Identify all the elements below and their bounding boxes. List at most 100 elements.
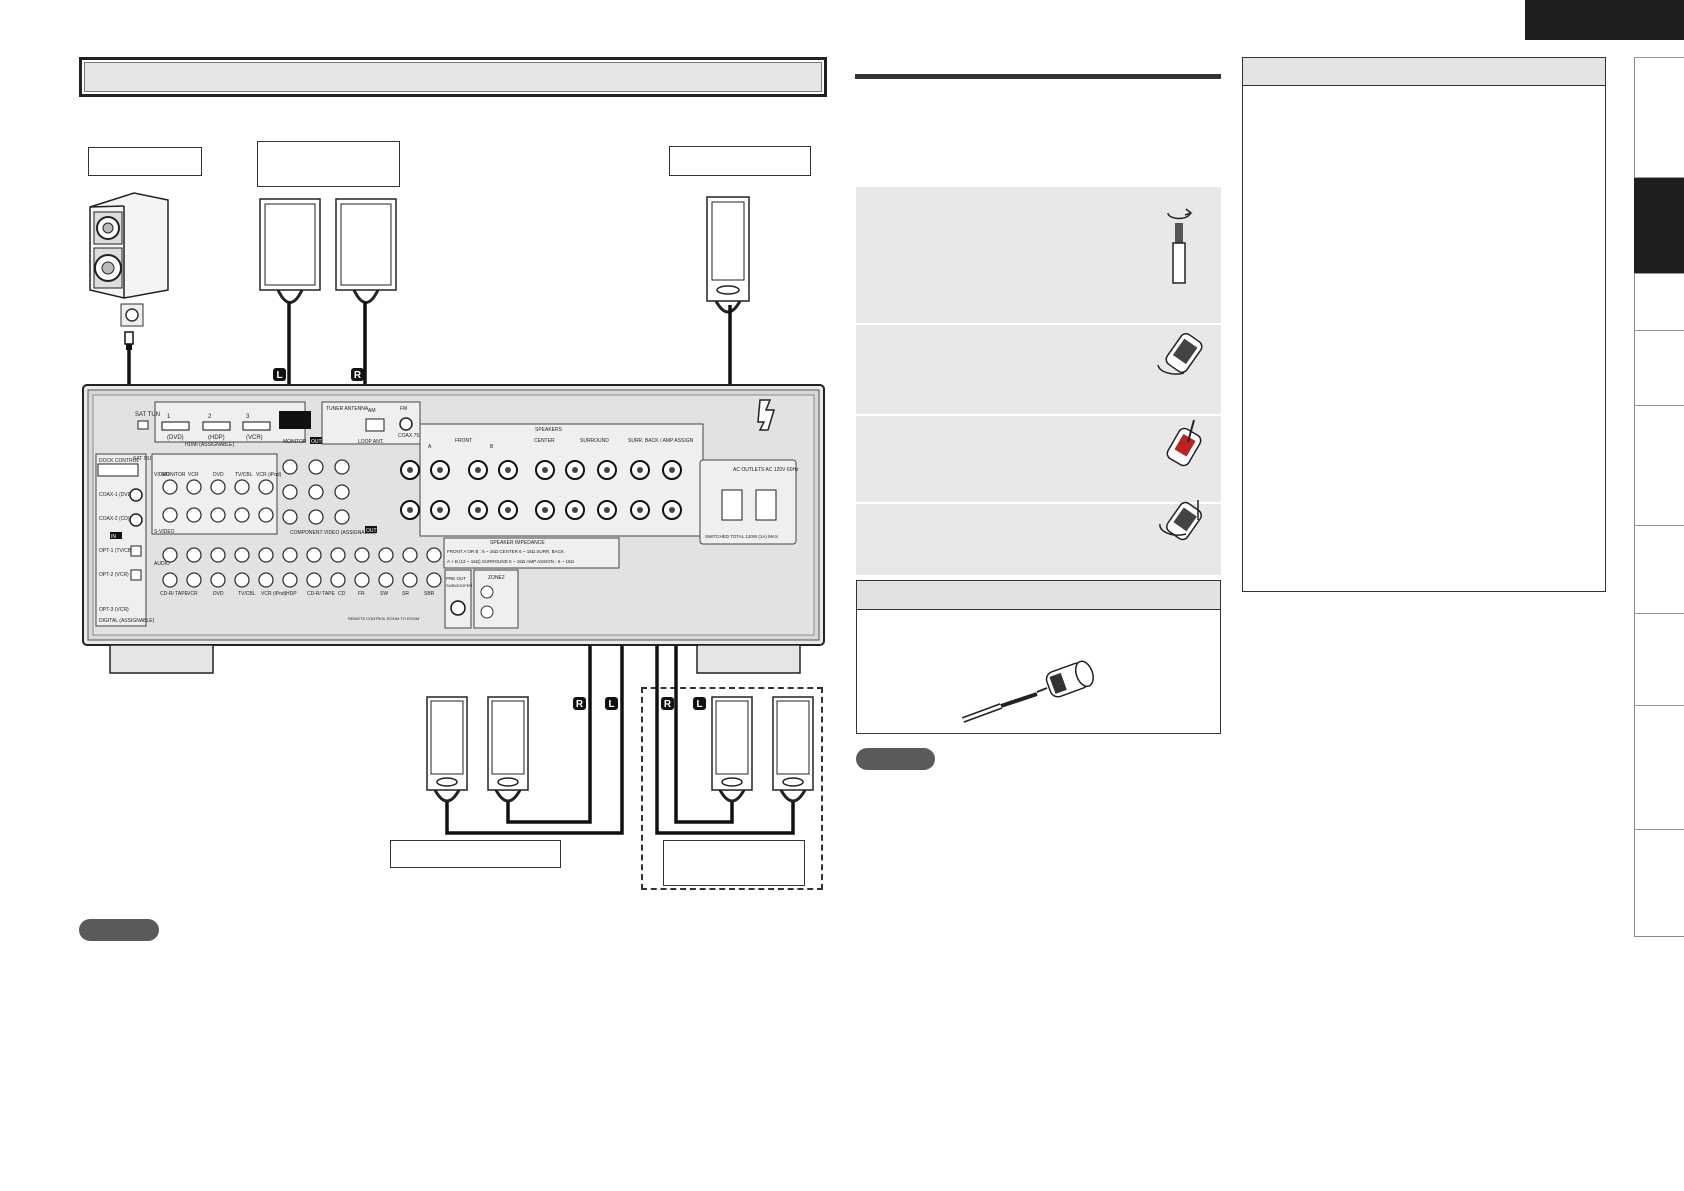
middle-column-rule: [855, 74, 1221, 79]
svg-text:VIDEO: VIDEO: [154, 472, 170, 478]
note-box-header: [1242, 57, 1606, 86]
surround-speaker-left-icon: [487, 696, 529, 803]
svg-text:(HDP): (HDP): [208, 435, 225, 441]
step-divider-3: [856, 502, 1221, 504]
front-speaker-left-icon: [259, 198, 321, 304]
banana-plug-panel-header: [856, 580, 1221, 610]
side-nav-item-1[interactable]: [1634, 57, 1684, 177]
svg-text:SUBWOOFER: SUBWOOFER: [446, 583, 472, 588]
svg-text:IN: IN: [111, 534, 116, 540]
side-nav-item-7[interactable]: [1634, 613, 1684, 705]
surround-back-group: [641, 687, 823, 890]
step-panel-1: [856, 187, 1221, 323]
svg-text:L: L: [696, 699, 702, 710]
side-nav-item-4[interactable]: [1634, 330, 1684, 405]
surround-speakers-label-box: [390, 840, 561, 868]
svg-text:DVD: DVD: [213, 472, 224, 478]
svg-text:CD-R/ TAPE: CD-R/ TAPE: [307, 591, 336, 597]
section-header-bar: [79, 57, 827, 97]
svg-text:LOOP ANT.: LOOP ANT.: [358, 439, 384, 445]
tighten-terminal-icon: [1159, 500, 1202, 541]
svg-text:SPEAKERS: SPEAKERS: [535, 427, 563, 433]
svg-text:OUT: OUT: [366, 528, 377, 534]
svg-text:SPEAKER IMPEDANCE: SPEAKER IMPEDANCE: [490, 540, 545, 546]
svg-text:2: 2: [208, 414, 212, 420]
svg-text:DIGITAL (ASSIGNABLE): DIGITAL (ASSIGNABLE): [99, 618, 155, 624]
step-divider-1: [856, 323, 1221, 325]
step-illustrations: [1157, 208, 1203, 541]
svg-text:VCR (iPod): VCR (iPod): [256, 472, 282, 478]
svg-text:OPT-2 (VCR): OPT-2 (VCR): [99, 572, 129, 578]
svg-text:SURROUND: SURROUND: [580, 438, 609, 444]
svg-text:(VCR): (VCR): [246, 435, 263, 441]
svg-text:L: L: [276, 370, 282, 381]
svg-text:3: 3: [246, 414, 250, 420]
svg-text:A + B (12 ~ 16Ω) SURROUND: A + B (12 ~ 16Ω) SURROUND 6 ~ 16Ω AMP AS…: [447, 559, 574, 564]
svg-text:CD: CD: [338, 591, 346, 597]
channel-badge-l-front: L: [273, 368, 286, 381]
side-nav-item-6[interactable]: [1634, 525, 1684, 613]
center-speaker-icon: [706, 196, 750, 314]
side-nav-item-9[interactable]: [1634, 829, 1684, 937]
twist-wire-icon: [1167, 208, 1193, 284]
svg-text:AM: AM: [368, 408, 376, 414]
svg-text:AUDIO: AUDIO: [154, 561, 170, 567]
svg-text:R: R: [354, 370, 362, 381]
note-pill-badge-middle: [856, 748, 935, 770]
side-nav-item-2[interactable]: [1634, 177, 1684, 273]
svg-text:DOCK CONTROL: DOCK CONTROL: [99, 458, 140, 464]
svg-text:TV/CBL: TV/CBL: [238, 591, 256, 597]
svg-text:A: A: [428, 444, 432, 450]
svg-text:VCR (iPod): VCR (iPod): [261, 591, 287, 597]
loosen-terminal-icon: [1157, 332, 1203, 375]
channel-badge-r-surround-back: R: [661, 697, 674, 710]
step-panel-4: [856, 504, 1221, 575]
svg-text:OUT: OUT: [311, 439, 322, 445]
svg-text:R: R: [576, 699, 584, 710]
svg-text:R: R: [664, 699, 672, 710]
svg-text:FRONT A OR B : 6 ~ 16Ω CENTE: FRONT A OR B : 6 ~ 16Ω CENTER 6 ~ 16Ω SU…: [447, 549, 564, 554]
note-pill-badge-left: [79, 919, 159, 941]
svg-text:COAX-1 (DVD): COAX-1 (DVD): [99, 492, 133, 498]
surround-speaker-right-icon: [426, 696, 468, 803]
svg-text:COAX-2 (CD): COAX-2 (CD): [99, 516, 130, 522]
svg-text:TUNER ANTENNA: TUNER ANTENNA: [326, 406, 369, 412]
svg-text:SBR: SBR: [424, 591, 435, 597]
svg-text:PRE OUT: PRE OUT: [446, 576, 466, 581]
note-box: [1242, 57, 1606, 592]
svg-text:SWITCHED TOTAL 120W (1A) MAX.: SWITCHED TOTAL 120W (1A) MAX.: [705, 534, 779, 539]
svg-text:HDMI (ASSIGNABLE): HDMI (ASSIGNABLE): [185, 442, 235, 448]
svg-text:MONITOR: MONITOR: [162, 472, 186, 478]
svg-text:HDP: HDP: [286, 591, 297, 597]
channel-badge-l-surround-back: L: [693, 697, 706, 710]
step-divider-2: [856, 414, 1221, 416]
svg-text:(DVD): (DVD): [167, 435, 184, 441]
svg-text:REMOTE CONTROL ROOM TO ROOM: REMOTE CONTROL ROOM TO ROOM: [348, 616, 419, 621]
svg-text:MONITOR: MONITOR: [283, 439, 307, 445]
front-speakers-label-box: [257, 141, 400, 187]
svg-text:FM: FM: [400, 406, 407, 412]
step-panel-3: [856, 416, 1221, 502]
center-speaker-label-box: [669, 146, 811, 176]
channel-badge-r-surround: R: [573, 697, 586, 710]
side-nav-item-8[interactable]: [1634, 705, 1684, 829]
surround-back-label-box: [663, 840, 805, 886]
insert-wire-icon: [1166, 419, 1202, 467]
svg-text:SR: SR: [402, 591, 409, 597]
surround-back-speaker-right-icon: [711, 696, 753, 803]
svg-text:COAX 75Ω: COAX 75Ω: [398, 433, 423, 439]
side-nav-item-5[interactable]: [1634, 405, 1684, 525]
channel-badge-r-front: R: [351, 368, 364, 381]
svg-text:CD-R/ TAPE: CD-R/ TAPE: [160, 591, 189, 597]
svg-text:1: 1: [167, 414, 171, 420]
svg-text:FR: FR: [358, 591, 365, 597]
svg-text:FRONT: FRONT: [455, 438, 472, 444]
side-nav-item-3[interactable]: [1634, 273, 1684, 330]
channel-badge-l-surround: L: [605, 697, 618, 710]
connection-diagram: L R R L R L SAT TUN 1 2 3 (DVD) (HD: [82, 192, 825, 835]
banana-plug-icon: [961, 660, 1094, 723]
av-receiver-rear-panel: SAT TUN 1 2 3 (DVD) (HDP) (VCR) HDMI (AS…: [82, 384, 825, 674]
svg-text:B: B: [490, 444, 494, 450]
svg-text:ZONE2: ZONE2: [488, 575, 505, 581]
svg-text:S-VIDEO: S-VIDEO: [154, 529, 175, 535]
